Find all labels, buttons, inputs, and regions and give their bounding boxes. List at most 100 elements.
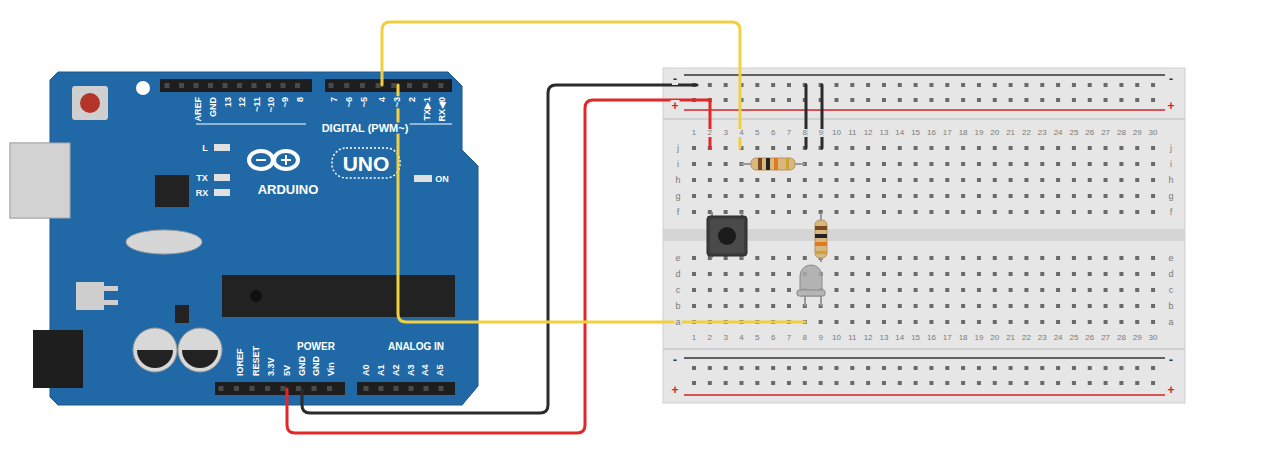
breadboard-hole <box>1088 320 1092 324</box>
breadboard-hole <box>708 194 712 198</box>
row-letter: f <box>1169 208 1174 217</box>
breadboard-hole <box>1009 256 1013 260</box>
rail-line <box>684 357 1165 359</box>
breadboard-hole <box>1135 366 1139 370</box>
breadboard-hole <box>1072 272 1076 276</box>
breadboard-hole <box>882 320 886 324</box>
chip <box>175 305 189 323</box>
rail-sign: - <box>1168 73 1174 85</box>
column-number: 5 <box>754 334 760 342</box>
breadboard-hole <box>692 381 696 385</box>
column-number: 1 <box>691 129 697 137</box>
breadboard-hole <box>755 381 759 385</box>
column-number: 9 <box>817 334 823 342</box>
breadboard-hole <box>1072 366 1076 370</box>
pin-socket <box>281 386 286 391</box>
pin-label: ~10 <box>267 96 276 113</box>
breadboard-hole <box>1056 194 1060 198</box>
breadboard-hole <box>771 288 775 292</box>
pin-socket <box>237 83 242 88</box>
column-number: 12 <box>863 129 874 137</box>
breadboard-hole <box>1024 366 1028 370</box>
breadboard-hole <box>850 320 854 324</box>
pin-label: ~9 <box>281 96 290 108</box>
column-number: 17 <box>942 129 953 137</box>
breadboard-hole <box>1040 288 1044 292</box>
breadboard-hole <box>945 256 949 260</box>
breadboard-hole <box>898 272 902 276</box>
breadboard-hole <box>1088 288 1092 292</box>
breadboard-hole <box>1024 381 1028 385</box>
led-label: ON <box>434 175 450 184</box>
breadboard-hole <box>1151 256 1155 260</box>
column-number: 23 <box>1037 129 1048 137</box>
jumper-wire <box>821 85 824 148</box>
breadboard-hole <box>1056 210 1060 214</box>
breadboard-hole <box>739 366 743 370</box>
breadboard-hole <box>961 178 965 182</box>
breadboard-hole <box>977 366 981 370</box>
breadboard-hole <box>850 83 854 87</box>
column-number: 25 <box>1068 334 1079 342</box>
mounting-hole <box>136 81 150 95</box>
breadboard-hole <box>787 146 791 150</box>
breadboard-hole <box>850 288 854 292</box>
column-number: 3 <box>722 334 728 342</box>
breadboard-hole <box>961 366 965 370</box>
arduino-logo <box>256 155 291 165</box>
breadboard-hole <box>945 98 949 102</box>
breadboard-hole <box>898 194 902 198</box>
regulator <box>76 282 104 310</box>
breadboard-hole <box>1119 98 1123 102</box>
status-led <box>214 144 230 151</box>
breadboard-hole <box>1009 304 1013 308</box>
breadboard-hole <box>1151 194 1155 198</box>
pin-socket <box>439 386 444 391</box>
column-number: 13 <box>879 334 890 342</box>
row-letter: a <box>674 318 681 327</box>
breadboard-hole <box>977 272 981 276</box>
breadboard-hole <box>961 98 965 102</box>
pin-socket <box>329 83 334 88</box>
breadboard-hole <box>850 194 854 198</box>
breadboard-hole <box>977 162 981 166</box>
signal-wire <box>382 22 740 148</box>
breadboard-hole <box>1104 381 1108 385</box>
resistor-symbol <box>815 220 827 258</box>
breadboard-hole <box>961 194 965 198</box>
breadboard-hole <box>1088 272 1092 276</box>
breadboard-hole <box>1040 178 1044 182</box>
breadboard-hole <box>1056 381 1060 385</box>
breadboard-hole <box>914 366 918 370</box>
breadboard-hole <box>977 320 981 324</box>
breadboard-hole <box>755 288 759 292</box>
breadboard-hole <box>834 210 838 214</box>
column-number: 20 <box>989 129 1000 137</box>
breadboard-hole <box>1009 288 1013 292</box>
row-letter: g <box>1167 192 1174 201</box>
column-number: 28 <box>1116 129 1127 137</box>
breadboard-hole <box>882 98 886 102</box>
breadboard-hole <box>866 210 870 214</box>
pin-label: 8 <box>296 96 305 103</box>
breadboard-hole <box>1151 98 1155 102</box>
model-name: UNO <box>342 153 391 174</box>
breadboard-hole <box>1040 320 1044 324</box>
breadboard-hole <box>961 381 965 385</box>
pin-label: Vin <box>327 361 336 377</box>
breadboard-hole <box>914 146 918 150</box>
breadboard-hole <box>787 210 791 214</box>
pin-socket <box>344 83 349 88</box>
breadboard-hole <box>977 381 981 385</box>
pin-socket <box>208 83 213 88</box>
breadboard-hole <box>803 194 807 198</box>
breadboard-hole <box>1104 304 1108 308</box>
breadboard-hole <box>945 178 949 182</box>
breadboard-hole <box>771 178 775 182</box>
breadboard-hole <box>850 256 854 260</box>
usb-port <box>10 143 70 218</box>
pin-label: A5 <box>436 363 445 377</box>
breadboard-hole <box>819 162 823 166</box>
breadboard-hole <box>898 83 902 87</box>
